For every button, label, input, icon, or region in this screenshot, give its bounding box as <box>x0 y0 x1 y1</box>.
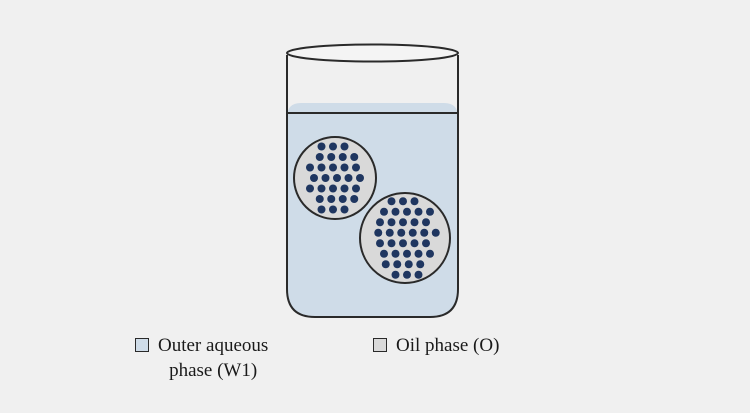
inner-water-droplet <box>338 195 347 203</box>
inner-water-droplet <box>403 270 411 279</box>
inner-water-droplet <box>340 184 349 193</box>
inner-water-droplet <box>387 218 396 227</box>
inner-water-droplet <box>387 239 396 248</box>
inner-water-droplet <box>381 260 390 269</box>
inner-water-droplet <box>306 184 314 193</box>
inner-water-droplet <box>391 207 400 216</box>
outer-aqueous-swatch <box>135 338 149 352</box>
inner-water-droplet <box>340 205 349 214</box>
inner-water-droplet <box>306 163 314 172</box>
inner-water-droplet <box>416 260 425 269</box>
inner-water-droplet <box>414 207 423 216</box>
inner-water-droplet <box>420 228 429 237</box>
inner-water-droplet <box>317 184 326 193</box>
legend-label-line1: Oil phase (O) <box>396 335 500 356</box>
inner-water-droplet <box>338 153 347 161</box>
inner-water-droplet <box>410 239 419 248</box>
inner-water-droplet <box>426 249 434 258</box>
beaker-rim <box>286 43 459 63</box>
legend-label: Oil phase (O) <box>396 333 499 358</box>
inner-water-droplet <box>399 218 407 227</box>
inner-water-droplet <box>344 174 353 182</box>
inner-water-droplet <box>387 197 396 206</box>
inner-water-droplet <box>317 163 326 172</box>
beaker-outline <box>286 55 459 318</box>
inner-water-droplet <box>399 197 407 206</box>
inner-water-droplet <box>315 153 324 161</box>
inner-water-droplet <box>352 184 360 193</box>
oil-droplet-2 <box>359 192 451 284</box>
inner-water-droplet <box>317 142 326 151</box>
inner-water-droplet <box>321 174 330 182</box>
inner-water-droplet <box>399 239 407 248</box>
inner-water-droplet <box>431 228 440 237</box>
inner-water-droplet <box>414 249 423 258</box>
inner-water-droplet <box>380 249 388 258</box>
inner-water-droplet <box>414 270 423 279</box>
legend-label-line1: Outer aqueous <box>158 335 269 356</box>
inner-water-droplet <box>397 228 406 237</box>
oil-phase-swatch <box>373 338 387 352</box>
inner-water-droplet <box>376 239 384 248</box>
legend-label: Outer aqueous phase (W1) <box>158 333 268 383</box>
legend-label-line2: phase (W1) <box>169 360 258 381</box>
inner-water-droplet <box>329 163 337 172</box>
inner-water-droplet <box>393 260 402 269</box>
inner-water-droplet <box>404 260 413 269</box>
inner-water-droplet <box>340 163 349 172</box>
legend-item-outer-aqueous: Outer aqueous phase (W1) <box>135 333 268 383</box>
inner-water-droplet <box>403 207 411 216</box>
legend-item-oil-phase: Oil phase (O) <box>373 333 499 358</box>
inner-water-droplet <box>310 174 318 182</box>
inner-water-droplet <box>340 142 349 151</box>
inner-water-droplet <box>350 195 359 203</box>
inner-water-droplet <box>350 153 359 161</box>
oil-droplet-circle <box>359 192 451 284</box>
inner-water-droplet <box>391 270 400 279</box>
inner-water-droplet <box>352 163 360 172</box>
inner-water-droplet <box>333 174 341 182</box>
inner-water-droplet <box>422 218 430 227</box>
inner-water-droplet <box>356 174 364 182</box>
inner-water-droplet <box>376 218 384 227</box>
inner-water-droplet <box>422 239 430 248</box>
inner-water-droplet <box>327 153 336 161</box>
inner-water-droplet <box>329 205 337 214</box>
inner-water-droplet <box>410 197 419 206</box>
inner-water-droplet <box>374 228 383 237</box>
inner-water-droplet <box>380 207 388 216</box>
inner-water-droplet <box>329 142 337 151</box>
inner-water-droplet <box>403 249 411 258</box>
inner-water-droplet <box>315 195 324 203</box>
inner-water-droplet <box>410 218 419 227</box>
inner-water-droplet <box>408 228 417 237</box>
inner-water-droplet <box>317 205 326 214</box>
inner-water-droplet <box>426 207 434 216</box>
inner-water-droplet <box>329 184 337 193</box>
inner-water-droplet <box>327 195 336 203</box>
inner-water-droplet <box>391 249 400 258</box>
inner-water-droplet <box>385 228 394 237</box>
oil-droplet-1 <box>293 136 377 220</box>
